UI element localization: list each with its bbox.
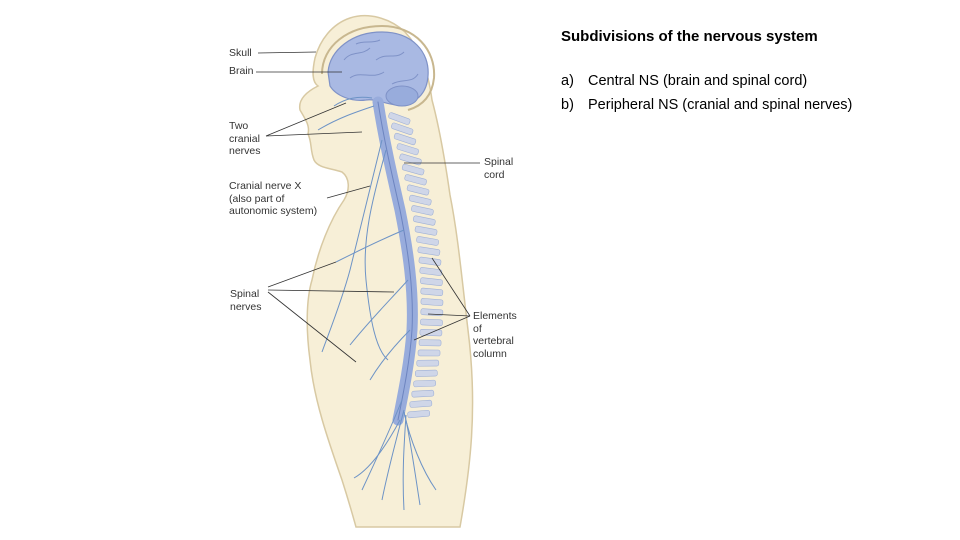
vertebra [407, 409, 431, 419]
cerebellum [385, 85, 419, 107]
vertebra [420, 308, 444, 317]
vertebra [420, 287, 444, 297]
leader-lines [256, 51, 480, 363]
leader-skull [257, 51, 317, 54]
list-item: a) Central NS (brain and spinal cord) [561, 69, 941, 93]
body-silhouette [298, 14, 474, 528]
label-skull: Skull [229, 47, 252, 59]
vertebra [411, 389, 435, 398]
nerves [317, 96, 437, 511]
body-illustration [256, 14, 480, 528]
vertebra [413, 379, 436, 388]
leader-cranial-nerve-x [326, 185, 371, 199]
list-item-text: Central NS (brain and spinal cord) [588, 73, 808, 89]
vertebra [420, 318, 443, 327]
vertebra [416, 359, 440, 367]
vertebra [417, 246, 441, 256]
spinal-cord-edge [377, 101, 413, 421]
vertebra [396, 143, 419, 156]
label-vertebral-column: Elements of vertebral column [473, 310, 517, 360]
slide-title: Subdivisions of the nervous system [561, 28, 818, 45]
vertebra [404, 174, 427, 186]
skull-outline [321, 24, 436, 111]
label-cranial-nerve-x: Cranial nerve X (also part of autonomic … [229, 180, 318, 217]
subdivision-list: a) Central NS (brain and spinal cord) b) P… [561, 69, 941, 117]
vertebra [416, 236, 439, 246]
leader-cranial-nerves-1 [265, 102, 347, 137]
vertebral-column [388, 112, 444, 419]
vertebra [420, 277, 443, 286]
vertebra [417, 349, 441, 357]
list-marker: b) [561, 97, 574, 113]
vertebra [401, 163, 425, 176]
leader-spinal-nerves-1 [267, 261, 337, 288]
list-item: b) Peripheral NS (cranial and spinal nerv… [561, 93, 941, 117]
label-two-cranial-nerves: Two cranial nerves [229, 120, 261, 157]
leader-cranial-nerves-2 [265, 131, 363, 137]
nervous-system-figure: Skull Brain Two cranial nerves Cranial n… [229, 14, 517, 528]
label-brain: Brain [229, 65, 254, 77]
label-spinal-nerves: Spinal nerves [230, 288, 262, 313]
list-marker: a) [561, 73, 574, 89]
vertebra [388, 112, 411, 125]
leader-vertebral-1 [431, 257, 471, 317]
label-spinal-cord: Spinal cord [484, 156, 514, 181]
brain-folds [343, 39, 419, 85]
vertebra [409, 194, 432, 206]
vertebra [409, 399, 433, 408]
leader-spinal-nerves-3 [267, 291, 357, 363]
leader-vertebral-2 [427, 313, 471, 317]
leader-vertebral-3 [413, 315, 471, 341]
vertebra [412, 215, 436, 226]
vertebra [406, 184, 430, 196]
vertebra [418, 339, 442, 347]
vertebra [391, 122, 414, 135]
vertebra [414, 369, 438, 377]
vertebra [420, 298, 444, 307]
leader-spinal-nerves-2 [267, 289, 395, 293]
list-item-text: Peripheral NS (cranial and spinal nerves… [588, 97, 853, 113]
vertebra [414, 225, 438, 236]
vertebra [399, 153, 422, 166]
vertebra [411, 205, 434, 216]
text-panel: Subdivisions of the nervous system a) Cen… [561, 28, 941, 117]
vertebra [393, 132, 417, 146]
